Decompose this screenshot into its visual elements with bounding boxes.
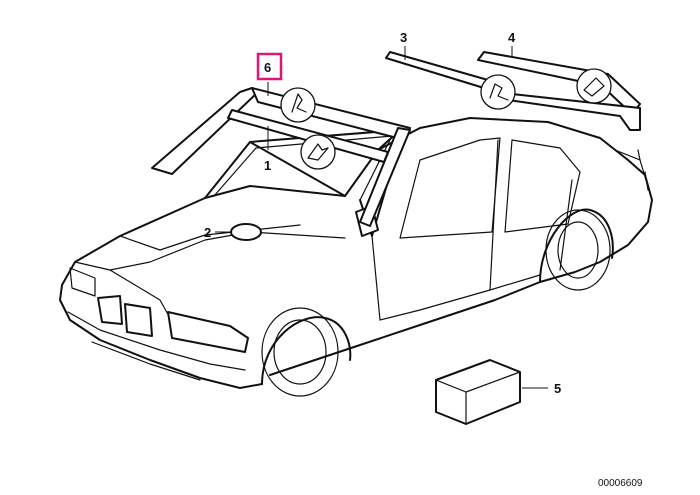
label-6[interactable]: 6 [264,60,271,75]
detail-callout-2 [300,134,336,170]
detail-callout-1 [280,87,316,123]
highlight-box [256,52,283,81]
detail-callout-3 [480,74,516,110]
label-2[interactable]: 2 [204,225,211,240]
part-2-pad [230,223,262,241]
label-4[interactable]: 4 [508,30,516,45]
leader-lines [215,46,548,389]
detail-callout-4 [576,68,612,104]
label-3[interactable]: 3 [400,30,407,45]
car-body [59,117,653,397]
label-5[interactable]: 5 [554,381,561,396]
part-3-roof-strip [385,51,489,89]
reference-number: 00006609 [598,478,643,489]
part-5-block [435,359,521,425]
label-1[interactable]: 1 [264,158,271,173]
